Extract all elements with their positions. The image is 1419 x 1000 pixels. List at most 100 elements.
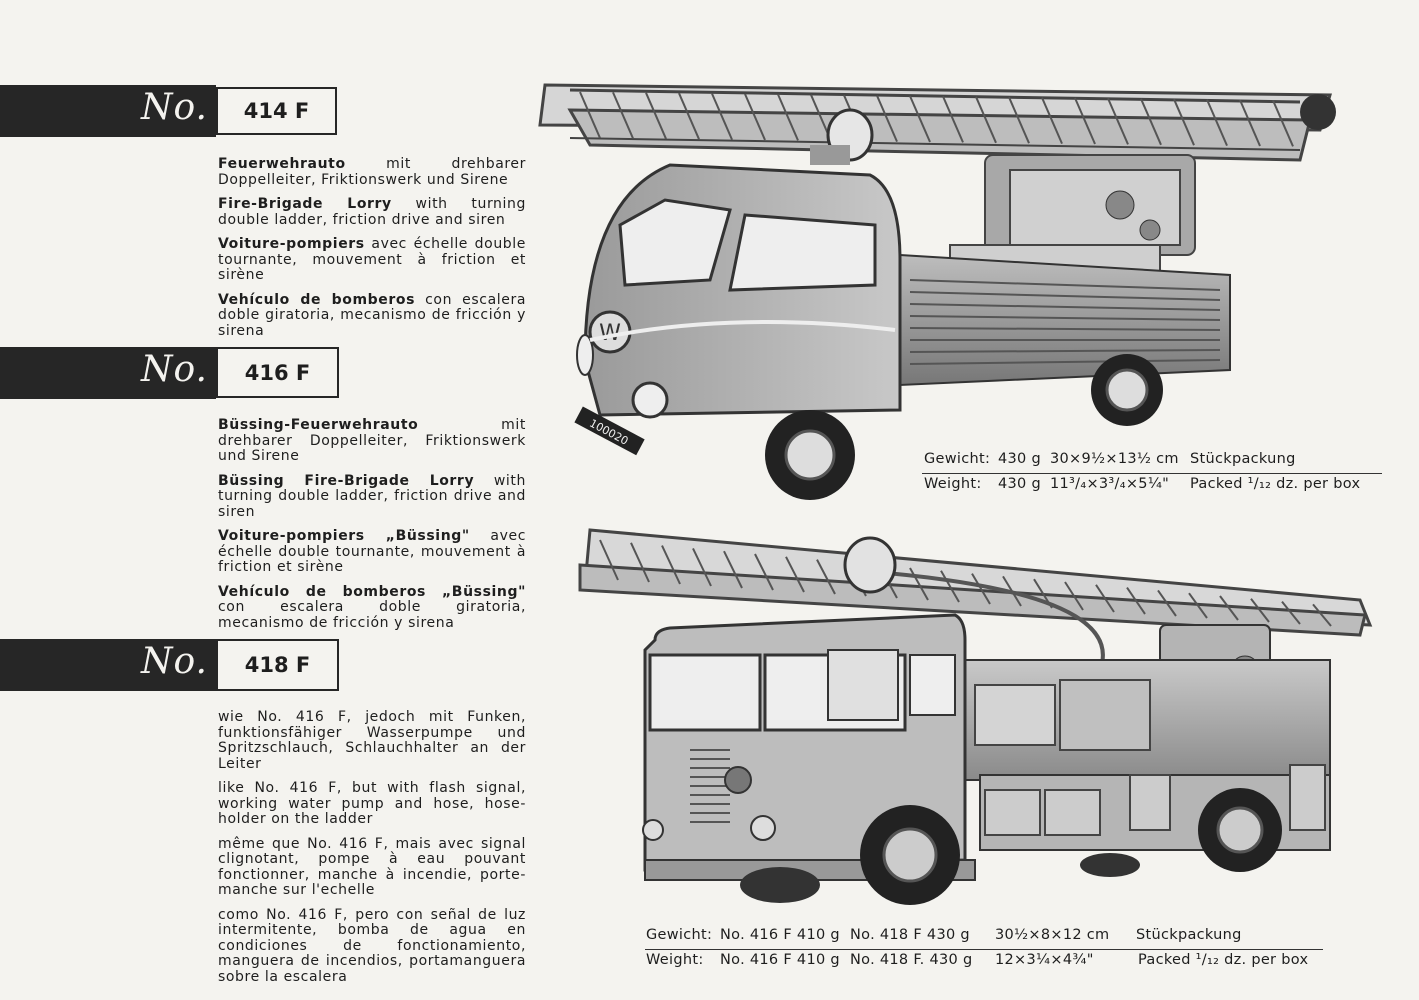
decorative-line: [909, 95, 931, 143]
decorative-line: [777, 94, 799, 141]
decorative-line: [754, 553, 774, 591]
item-description: Feuerwehrauto mit drehbarer Doppelleiter…: [218, 156, 526, 348]
spec-pack: Packed ¹/₁₂ dz. per box: [1190, 476, 1361, 492]
decorative-line: [816, 559, 836, 595]
specs-table: Gewicht: No. 416 F 410 g No. 418 F 430 g…: [645, 924, 1323, 974]
specs-row: Gewicht: No. 416 F 410 g No. 418 F 430 g…: [645, 924, 1323, 950]
spec-pack: Stückpackung: [1136, 927, 1242, 943]
divider: [922, 473, 1382, 474]
spec-dims: 30½×8×12 cm: [995, 927, 1110, 943]
decorative-line: [1157, 589, 1177, 617]
desc-english: Büssing Fire-Brigade Lorry with turning …: [218, 472, 526, 521]
desc-bold: Feuerwehrauto: [218, 156, 346, 172]
item-description: Büssing-Feuerwehrauto mit drehbarer Dopp…: [218, 417, 527, 640]
decorative-line: [1095, 584, 1115, 613]
decorative-line: [909, 349, 1221, 353]
item-number: 416 F: [216, 347, 339, 398]
spec-weight: No. 418 F. 430 g: [850, 952, 973, 968]
decorative-line: [1008, 96, 1030, 144]
specs-row: Weight: 430 g 11³/₄×3³/₄×5¼" Packed ¹/₁₂…: [922, 473, 1382, 498]
vw-fire-truck-illustration: W 100020: [538, 83, 1336, 500]
decorative-line: [1140, 98, 1162, 146]
desc-text: mit drehbarer Doppelleiter, Friktionswer…: [218, 417, 526, 464]
desc-bold: Voiture-pompiers: [218, 236, 365, 252]
desc-text: avec échelle double tournante, mouvement…: [218, 236, 526, 283]
decorative-line: [1064, 581, 1084, 611]
spec-weight: 430 g: [998, 451, 1041, 467]
buessing-fire-truck-illustration: [578, 528, 1373, 905]
desc-text: con escalera doble giratoria, mecanismo …: [218, 291, 526, 339]
divider: [645, 949, 1323, 950]
item-number: 418 F: [216, 639, 339, 691]
decorative-line: [1041, 97, 1063, 144]
spec-label: Gewicht:: [646, 927, 713, 943]
decorative-line: [1250, 598, 1270, 623]
item-band: No.: [0, 639, 216, 691]
decorative-line: [1107, 98, 1129, 145]
spec-weight: 430 g: [998, 476, 1041, 492]
decorative-line: [692, 547, 712, 587]
specs-row: Weight: No. 416 F 410 g No. 418 F. 430 g…: [645, 949, 1323, 974]
desc-german: Feuerwehrauto mit drehbarer Doppelleiter…: [218, 156, 526, 188]
decorative-line: [678, 92, 700, 140]
desc-english: Fire-Brigade Lorry with turning double l…: [218, 196, 526, 228]
specs-row: Gewicht: 430 g 30×9½×13½ cm Stückpackung: [922, 448, 1382, 474]
desc-bold: Büssing Fire-Brigade Lorry: [218, 472, 475, 489]
decorative-line: [711, 93, 733, 140]
decorative-line: [1281, 600, 1301, 625]
desc-german: Büssing-Feuerwehrauto mit drehbarer Dopp…: [218, 417, 526, 465]
desc-text: con escalera doble giratoria, mecanismo …: [218, 599, 526, 631]
decorative-line: [1312, 603, 1332, 627]
no-label: No.: [141, 641, 208, 682]
decorative-line: [909, 567, 929, 601]
desc-spanish: Vehículo de bomberos „Büssing" con escal…: [218, 583, 526, 632]
spec-pack: Packed ¹/₁₂ dz. per box: [1138, 952, 1309, 968]
spec-label: Weight:: [646, 952, 704, 968]
decorative-line: [1074, 97, 1096, 145]
decorative-line: [942, 96, 964, 143]
desc-bold: Voiture-pompiers „Büssing": [218, 528, 470, 544]
decorative-line: [785, 556, 805, 593]
decorative-line: [909, 303, 1221, 311]
decorative-line: [909, 291, 1221, 301]
spec-weight: No. 418 F 430 g: [850, 927, 970, 943]
decorative-line: [645, 92, 667, 140]
decorative-line: [1206, 99, 1228, 146]
desc-spanish: como No. 416 F, pero con señal de luz in…: [218, 906, 526, 985]
decorative-line: [1239, 99, 1261, 147]
desc-bold: Vehículo de bomberos „Büssing": [218, 583, 526, 600]
decorative-line: [971, 573, 991, 605]
decorative-line: [630, 542, 650, 583]
item-number: 414 F: [216, 87, 337, 135]
spec-weight: No. 416 F 410 g: [720, 927, 840, 943]
decorative-line: [744, 93, 766, 141]
desc-french: Voiture-pompiers avec échelle double tou…: [218, 236, 526, 284]
item-band: No.: [0, 347, 216, 399]
desc-spanish: Vehículo de bomberos con escalera doble …: [218, 291, 526, 340]
desc-french: Voiture-pompiers „Büssing" avec échelle …: [218, 528, 527, 576]
decorative-line: [579, 91, 601, 139]
spec-label: Weight:: [924, 476, 982, 492]
desc-text: with turning double ladder, friction dri…: [218, 196, 526, 228]
spec-dims: 30×9½×13½ cm: [1050, 451, 1179, 467]
decorative-line: [599, 539, 619, 581]
decorative-line: [661, 545, 681, 585]
spec-dims: 11³/₄×3³/₄×5¼": [1050, 476, 1170, 492]
decorative-line: [909, 359, 1221, 365]
ladder-wheel: [1300, 94, 1336, 130]
desc-text: mit drehbarer Doppelleiter, Friktionswer…: [218, 156, 526, 188]
desc-bold: Büssing-Feuerwehrauto: [218, 417, 419, 433]
decorative-line: [876, 95, 898, 142]
spec-label: Gewicht:: [924, 451, 991, 467]
desc-text: avec échelle double tournante, mouvement…: [218, 528, 527, 575]
no-label: No.: [141, 87, 208, 128]
decorative-line: [1188, 592, 1208, 619]
item-band: No.: [0, 85, 216, 137]
desc-english: like No. 416 F, but with flash signal, w…: [218, 780, 526, 827]
spec-pack: Stückpackung: [1190, 451, 1296, 467]
spec-dims: 12×3¼×4¾": [995, 952, 1094, 968]
ladder: [538, 83, 1332, 162]
decorative-line: [940, 570, 960, 603]
desc-french: même que No. 416 F, mais avec signal cli…: [218, 835, 526, 898]
decorative-line: [1126, 587, 1146, 615]
